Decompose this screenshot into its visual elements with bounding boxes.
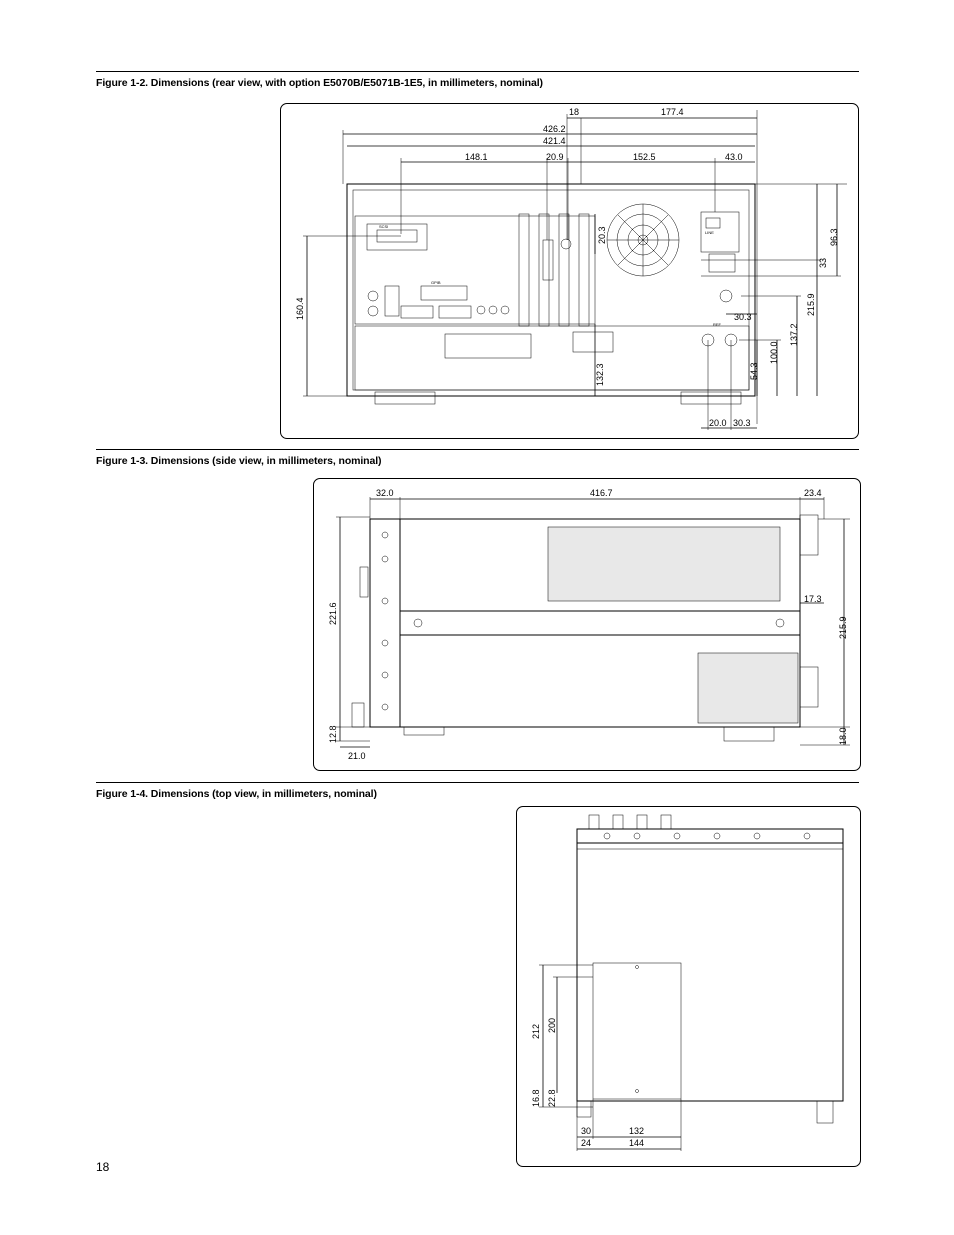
dim-421-4: 421.4 (543, 136, 566, 146)
rear-lower-panel (354, 325, 750, 391)
dim-137-2: 137.2 (789, 323, 799, 346)
dim-20-9: 20.9 (546, 152, 564, 162)
foot-right (680, 391, 742, 405)
dim-17-3: 17.3 (804, 594, 822, 604)
side-view-drawing: 32.0 416.7 23.4 221.6 12.8 21.0 215.9 17… (328, 488, 850, 761)
dim-18-0: 18.0 (838, 727, 848, 745)
dim-200: 200 (547, 1018, 557, 1033)
dim-148-1: 148.1 (465, 152, 488, 162)
rear-view-drawing: SCSI GPIB LINE REF 18 177.4 426.2 421.4 … (295, 107, 847, 430)
dim-33: 33 (818, 258, 828, 268)
dim-18: 18 (569, 107, 579, 117)
side-rail (399, 610, 801, 636)
power-switch-area (700, 211, 740, 253)
top-body (576, 842, 844, 1102)
dim-132: 132 (629, 1126, 644, 1136)
figure-1-4-rule (96, 782, 859, 783)
svg-text:GPIB: GPIB (431, 280, 441, 285)
figure-1-2-rear-view: SCSI GPIB LINE REF 18 177.4 426.2 421.4 … (280, 103, 859, 439)
compliance-label (572, 331, 614, 353)
connector-vga (400, 305, 434, 319)
connector-usb (384, 285, 400, 317)
figure-1-3-caption: Figure 1-3. Dimensions (side view, in mi… (96, 455, 382, 467)
dim-212: 212 (531, 1024, 541, 1039)
dim-43-0: 43.0 (725, 152, 743, 162)
dim-22-8: 22.8 (547, 1089, 557, 1107)
card-slot-3 (558, 213, 570, 327)
figure-1-4-top-view: 212 200 16.8 22.8 30 132 24 144 (516, 806, 861, 1167)
svg-text:SCSI: SCSI (379, 224, 388, 229)
dim-215-9-side: 215.9 (838, 616, 848, 639)
dim-16-8: 16.8 (531, 1089, 541, 1107)
dim-416-7: 416.7 (590, 488, 613, 498)
connector-ps2-2 (367, 305, 379, 317)
top-view-drawing: 212 200 16.8 22.8 30 132 24 144 (531, 814, 844, 1151)
dim-54-3: 54.3 (749, 362, 759, 380)
dim-144: 144 (629, 1138, 644, 1148)
dim-30: 30 (581, 1126, 591, 1136)
dim-12-8: 12.8 (328, 725, 338, 743)
card-slot-1 (518, 213, 530, 327)
dim-160-4: 160.4 (295, 297, 305, 320)
dim-24: 24 (581, 1138, 591, 1148)
connector-db25 (542, 239, 554, 281)
figure-1-3-rule (96, 449, 859, 450)
connector-gpib (420, 285, 468, 301)
dim-30-3-upper: 30.3 (734, 312, 752, 322)
figure-1-4-caption: Figure 1-4. Dimensions (top view, in mil… (96, 788, 377, 800)
svg-text:REF: REF (713, 322, 722, 327)
dim-426-2: 426.2 (543, 124, 566, 134)
connector-scsi (366, 223, 428, 251)
dim-20-3: 20.3 (597, 226, 607, 244)
vent-grid-lower (697, 652, 799, 724)
dim-32-0: 32.0 (376, 488, 394, 498)
page-number: 18 (96, 1160, 110, 1174)
dim-23-4: 23.4 (804, 488, 822, 498)
figure-1-2-caption: Figure 1-2. Dimensions (rear view, with … (96, 77, 543, 89)
dim-21-0: 21.0 (348, 751, 366, 761)
dim-177-4: 177.4 (661, 107, 684, 117)
dim-100-0: 100.0 (769, 341, 779, 364)
dim-152-5: 152.5 (633, 152, 656, 162)
top-rule (96, 71, 859, 72)
power-inlet (708, 253, 736, 273)
foot-outline (592, 962, 682, 1100)
dim-30-3-lower: 30.3 (733, 418, 751, 428)
connector-com (438, 305, 472, 319)
front-panel-side (369, 518, 401, 728)
card-slot-4 (578, 213, 590, 327)
connector-ps2-1 (367, 290, 379, 302)
dim-132-3: 132.3 (595, 363, 605, 386)
connector-ext-trig (719, 289, 733, 303)
card-slot-2 (538, 213, 550, 327)
svg-text:LINE: LINE (705, 230, 714, 235)
rear-panel-outline (346, 183, 756, 397)
front-strip-top (576, 828, 844, 844)
front-handle (359, 566, 369, 598)
dim-96-3: 96.3 (829, 228, 839, 246)
rear-io-board (354, 215, 596, 325)
connector-bnc-top (560, 238, 572, 250)
figure-1-3-side-view: 32.0 416.7 23.4 221.6 12.8 21.0 215.9 17… (313, 478, 861, 771)
dim-221-6: 221.6 (328, 602, 338, 625)
dim-215-9: 215.9 (806, 293, 816, 316)
foot-left (374, 391, 436, 405)
vent-grid-upper (547, 526, 781, 602)
dim-20-0: 20.0 (709, 418, 727, 428)
label-plate (444, 333, 532, 359)
